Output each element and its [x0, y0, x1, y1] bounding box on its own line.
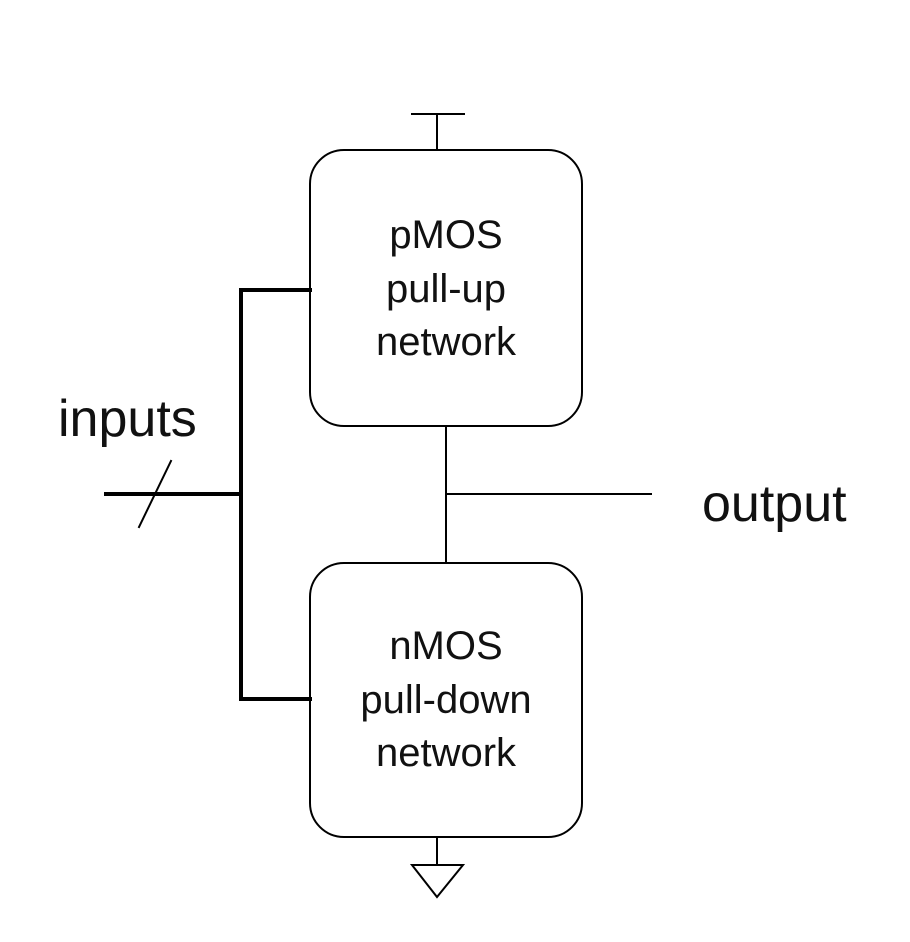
output-label: output [702, 475, 847, 533]
pullup-network-block: pMOS pull-up network [309, 149, 583, 427]
vdd-supply-icon [411, 113, 465, 151]
pullup-line-2: pull-up [386, 267, 506, 311]
pullup-line-3: network [376, 320, 517, 364]
bus-slash-icon [137, 459, 173, 529]
input-bus [104, 288, 312, 701]
pulldown-network-block: nMOS pull-down network [309, 562, 583, 838]
inputs-label: inputs [58, 390, 197, 448]
pulldown-line-2: pull-down [360, 678, 531, 722]
pulldown-line-3: network [376, 731, 517, 775]
pulldown-line-1: nMOS [389, 624, 502, 668]
pullup-line-1: pMOS [389, 213, 502, 257]
ground-icon [409, 836, 466, 899]
